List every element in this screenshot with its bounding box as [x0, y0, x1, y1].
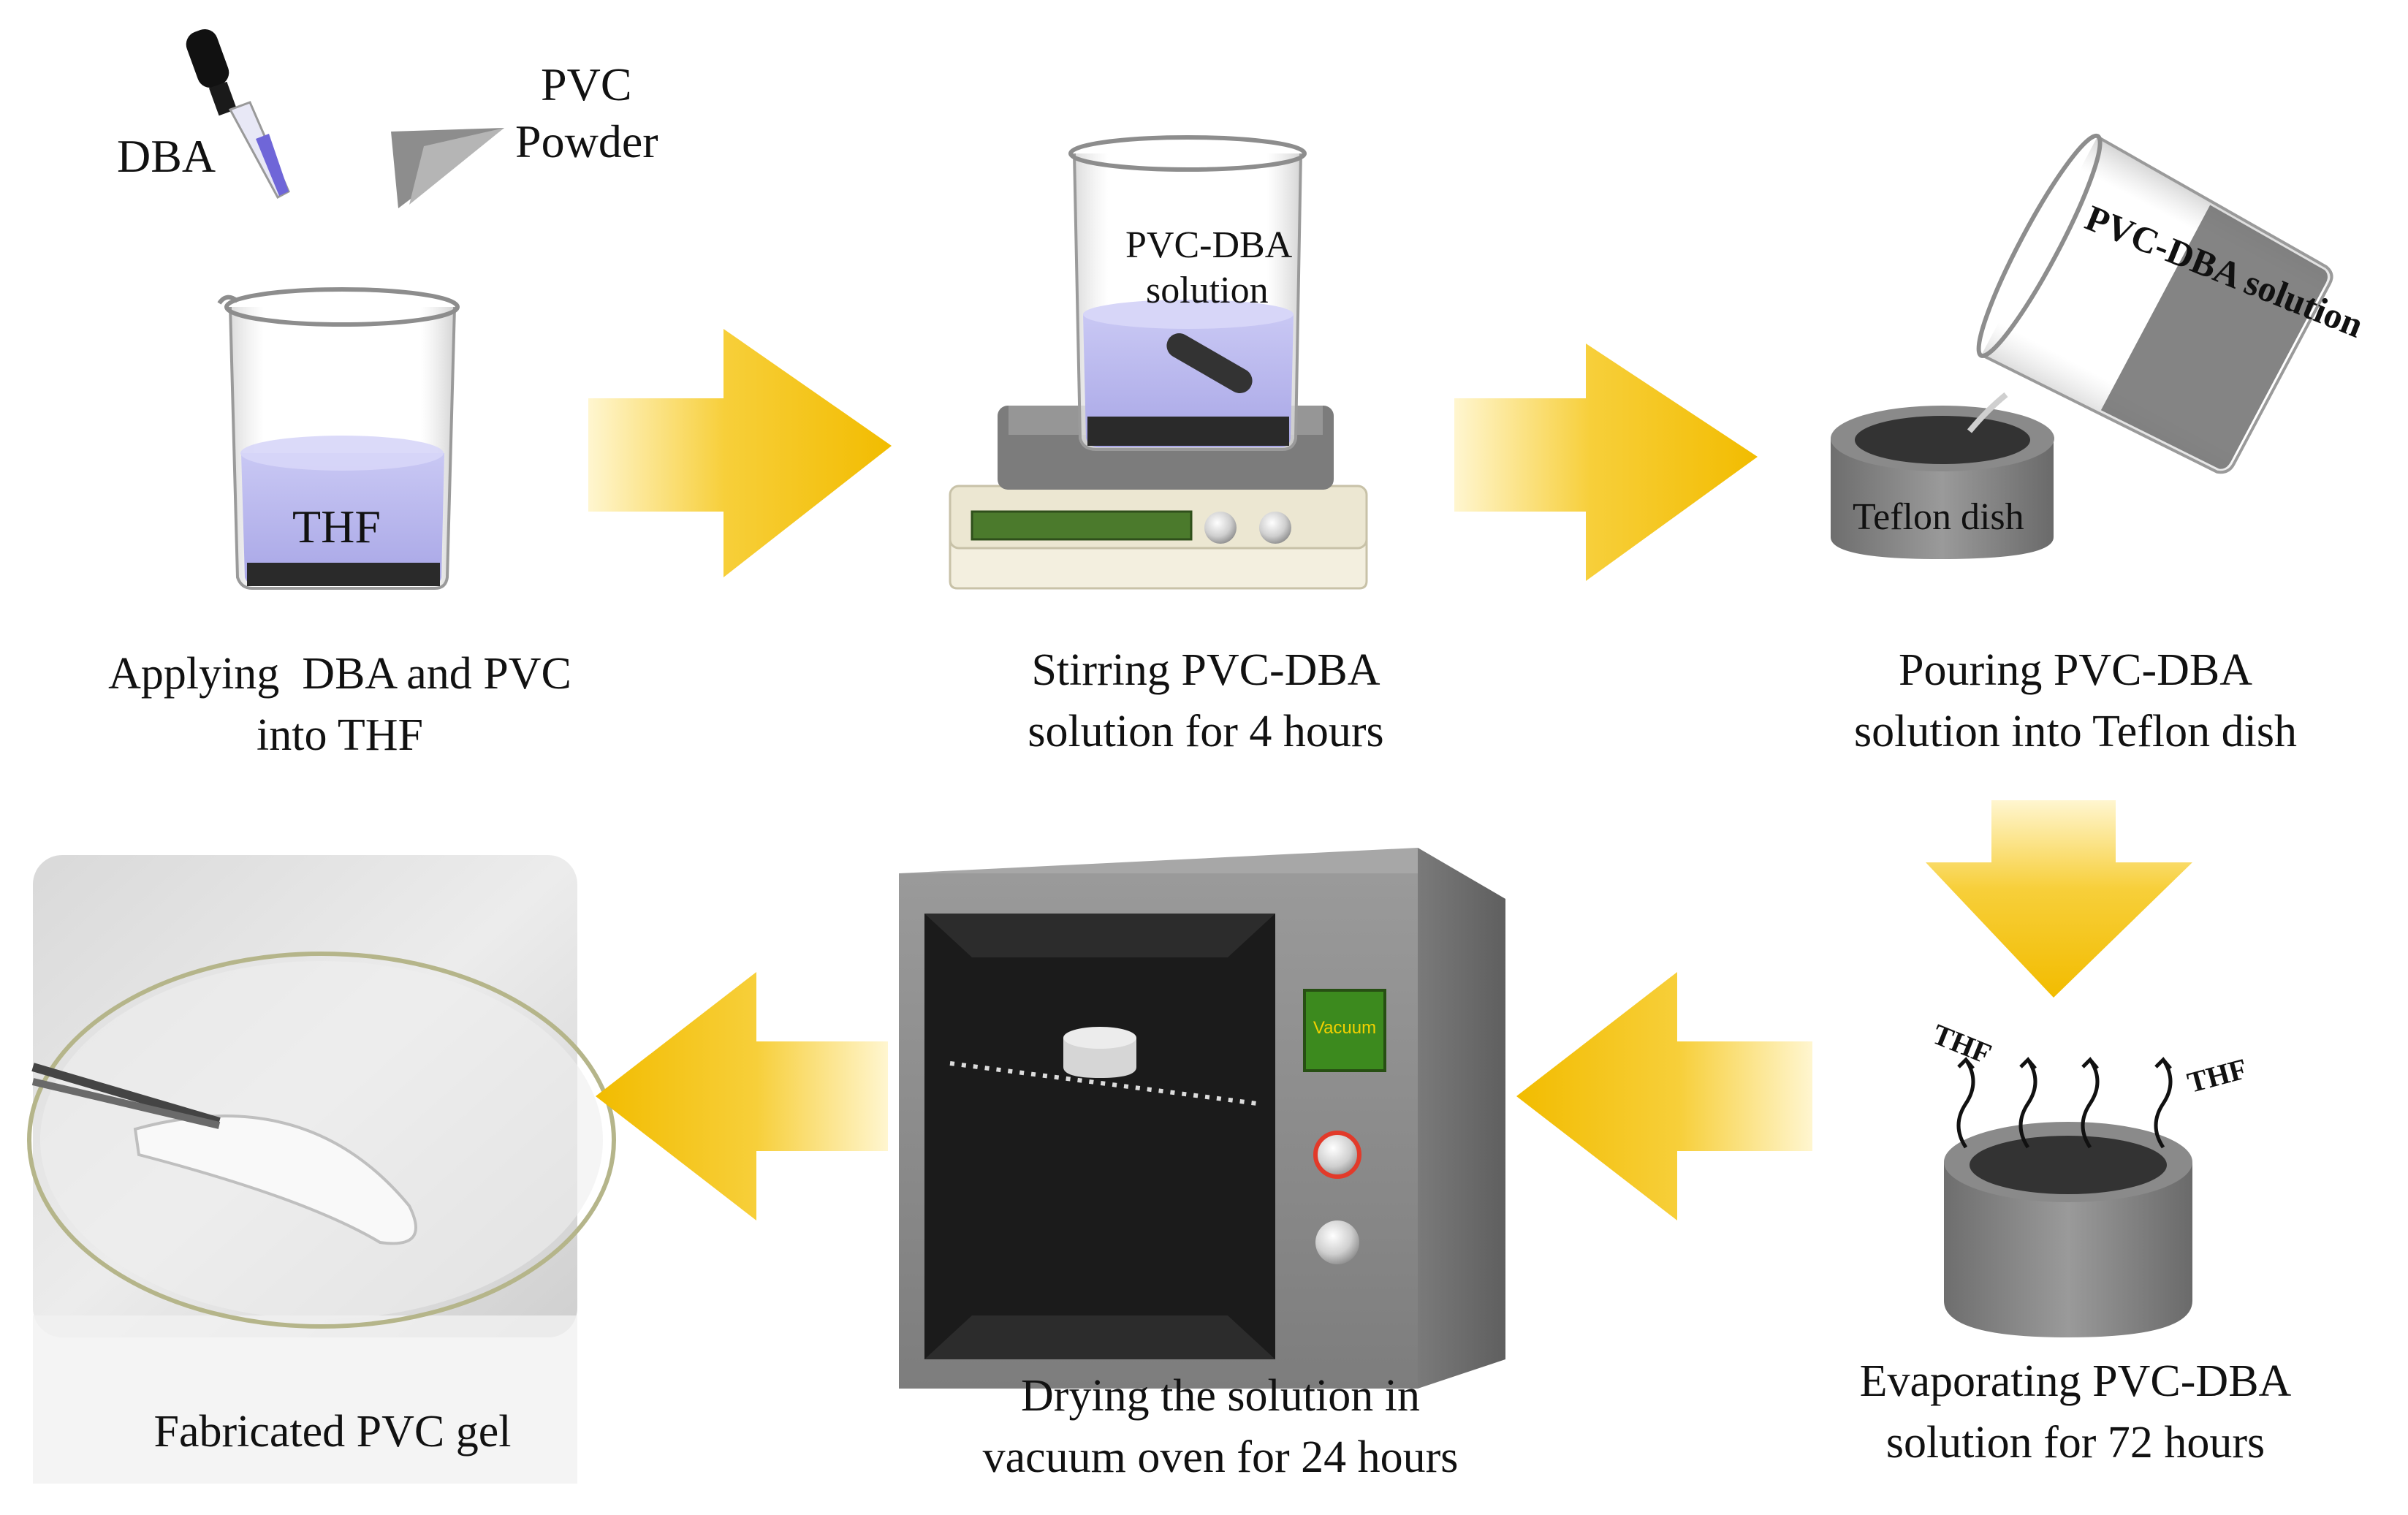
- vacuum-oven-icon: [899, 848, 1505, 1389]
- step-5-line1: Drying the solution in: [1021, 1371, 1420, 1421]
- arrow-step1-to-step2: [588, 329, 892, 577]
- arrow-step4-to-step5: [1516, 972, 1812, 1220]
- pvc-powder-label-line2: Powder: [515, 115, 658, 167]
- arrow-step2-to-step3: [1454, 343, 1758, 581]
- step-2-caption: Stirring PVC-DBA solution for 4 hours: [914, 639, 1498, 762]
- step-4-line1: Evaporating PVC-DBA: [1859, 1356, 2292, 1406]
- step-5-line2: vacuum oven for 24 hours: [982, 1432, 1459, 1482]
- step-6-line1: Fabricated PVC gel: [153, 1407, 512, 1457]
- teflon-dish-pouring-icon: [1831, 406, 2054, 559]
- step-1-line2: into THF: [257, 710, 423, 760]
- pvc-powder-label-line1: PVC: [541, 58, 632, 110]
- step-1-line1: Applying DBA and PVC: [108, 649, 571, 699]
- dropper-icon: [186, 29, 290, 200]
- step-5-caption: Drying the solution in vacuum oven for 2…: [906, 1365, 1535, 1488]
- evaporating-dish-icon: [1944, 1122, 2192, 1337]
- dba-label: DBA: [117, 130, 216, 182]
- step-1-caption: Applying DBA and PVC into THF: [58, 643, 621, 766]
- vapor-icon: [1956, 1057, 2173, 1149]
- step-3-caption: Pouring PVC-DBA solution into Teflon dis…: [1776, 639, 2375, 762]
- stirrer-beaker-icon: [949, 135, 1368, 590]
- beaker-solution-label-line1: PVC-DBA: [1125, 224, 1293, 266]
- step-4-caption: Evaporating PVC-DBA solution for 72 hour…: [1783, 1351, 2368, 1473]
- step-2-line1: Stirring PVC-DBA: [1031, 645, 1380, 695]
- arrow-step5-to-step6: [596, 972, 888, 1220]
- pvc-powder-icon: [391, 128, 504, 208]
- step-4-line2: solution for 72 hours: [1885, 1418, 2265, 1467]
- teflon-dish-label: Teflon dish: [1853, 496, 2024, 538]
- step-3-line1: Pouring PVC-DBA: [1898, 645, 2252, 695]
- step-6-caption: Fabricated PVC gel: [44, 1401, 621, 1462]
- step-2-line2: solution for 4 hours: [1028, 707, 1384, 756]
- beaker-thf-icon: [217, 287, 460, 590]
- arrow-step3-to-step4: [1926, 800, 2192, 998]
- oven-display-label: Vacuum: [1313, 1018, 1377, 1038]
- tilted-beaker-icon: [1967, 133, 2333, 474]
- pvc-gel-photo: [27, 855, 616, 1484]
- beaker-solution-label-line2: solution: [1146, 270, 1269, 311]
- thf-label: THF: [292, 501, 381, 553]
- step-3-line2: solution into Teflon dish: [1854, 707, 2297, 756]
